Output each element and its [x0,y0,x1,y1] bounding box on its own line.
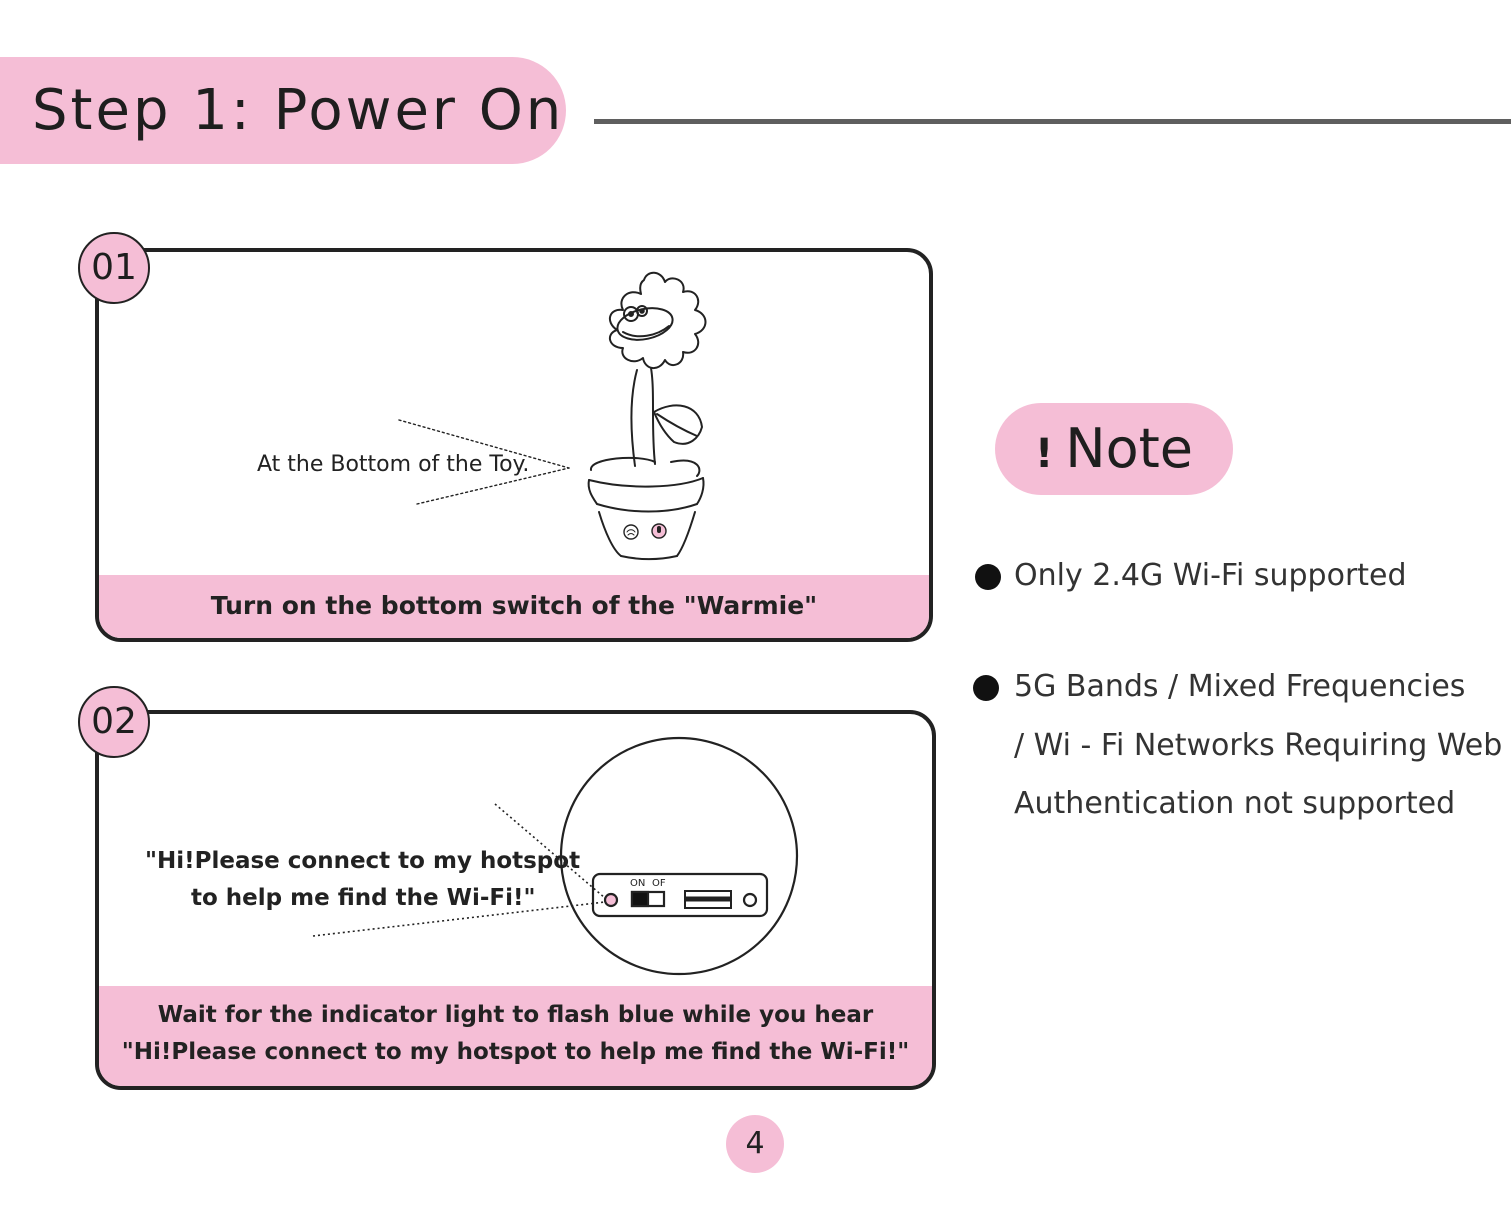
note-item-2-line3: Authentication not supported [1014,786,1456,821]
step-badge-01: 01 [78,232,150,304]
title-divider [594,119,1511,124]
hotspot-callout-line2: to help me find the Wi-Fi!" [191,885,536,911]
note-item-2-line1: 5G Bands / Mixed Frequencies [1014,669,1466,704]
note-item-1: Only 2.4G Wi-Fi supported [1014,558,1407,593]
note-item-2-line2: / Wi - Fi Networks Requiring Web [1014,728,1503,763]
page-title: Step 1: Power On [32,78,565,143]
step-card-02: ON OF "Hi!Please connect to my hotspot t… [95,710,936,1090]
switch-panel-illustration [312,736,799,976]
switch-off-label: OF [652,878,666,889]
note-title: Note [1065,417,1194,480]
step2-caption-line1: Wait for the indicator light to flash bl… [157,1002,874,1028]
warmie-flower-illustration [398,271,707,560]
exclamation-icon: ! [1034,431,1054,477]
caption-band: Wait for the indicator light to flash bl… [99,986,932,1086]
page-number: 4 [726,1115,784,1173]
caption-band: Turn on the bottom switch of the "Warmie… [99,575,929,638]
note-heading: !Note [995,403,1233,495]
step1-caption: Turn on the bottom switch of the "Warmie… [210,591,818,620]
step-badge-02: 02 [78,686,150,758]
bullet-icon [973,675,999,701]
bottom-callout-label: At the Bottom of the Toy. [257,452,530,477]
title-banner [0,57,566,164]
switch-on-label: ON [630,878,646,889]
step2-caption-line2: "Hi!Please connect to my hotspot to help… [121,1039,910,1065]
hotspot-callout-line1: "Hi!Please connect to my hotspot [145,848,581,874]
bullet-icon [975,564,1001,590]
step-card-01: At the Bottom of the Toy. Turn on the bo… [95,248,933,642]
